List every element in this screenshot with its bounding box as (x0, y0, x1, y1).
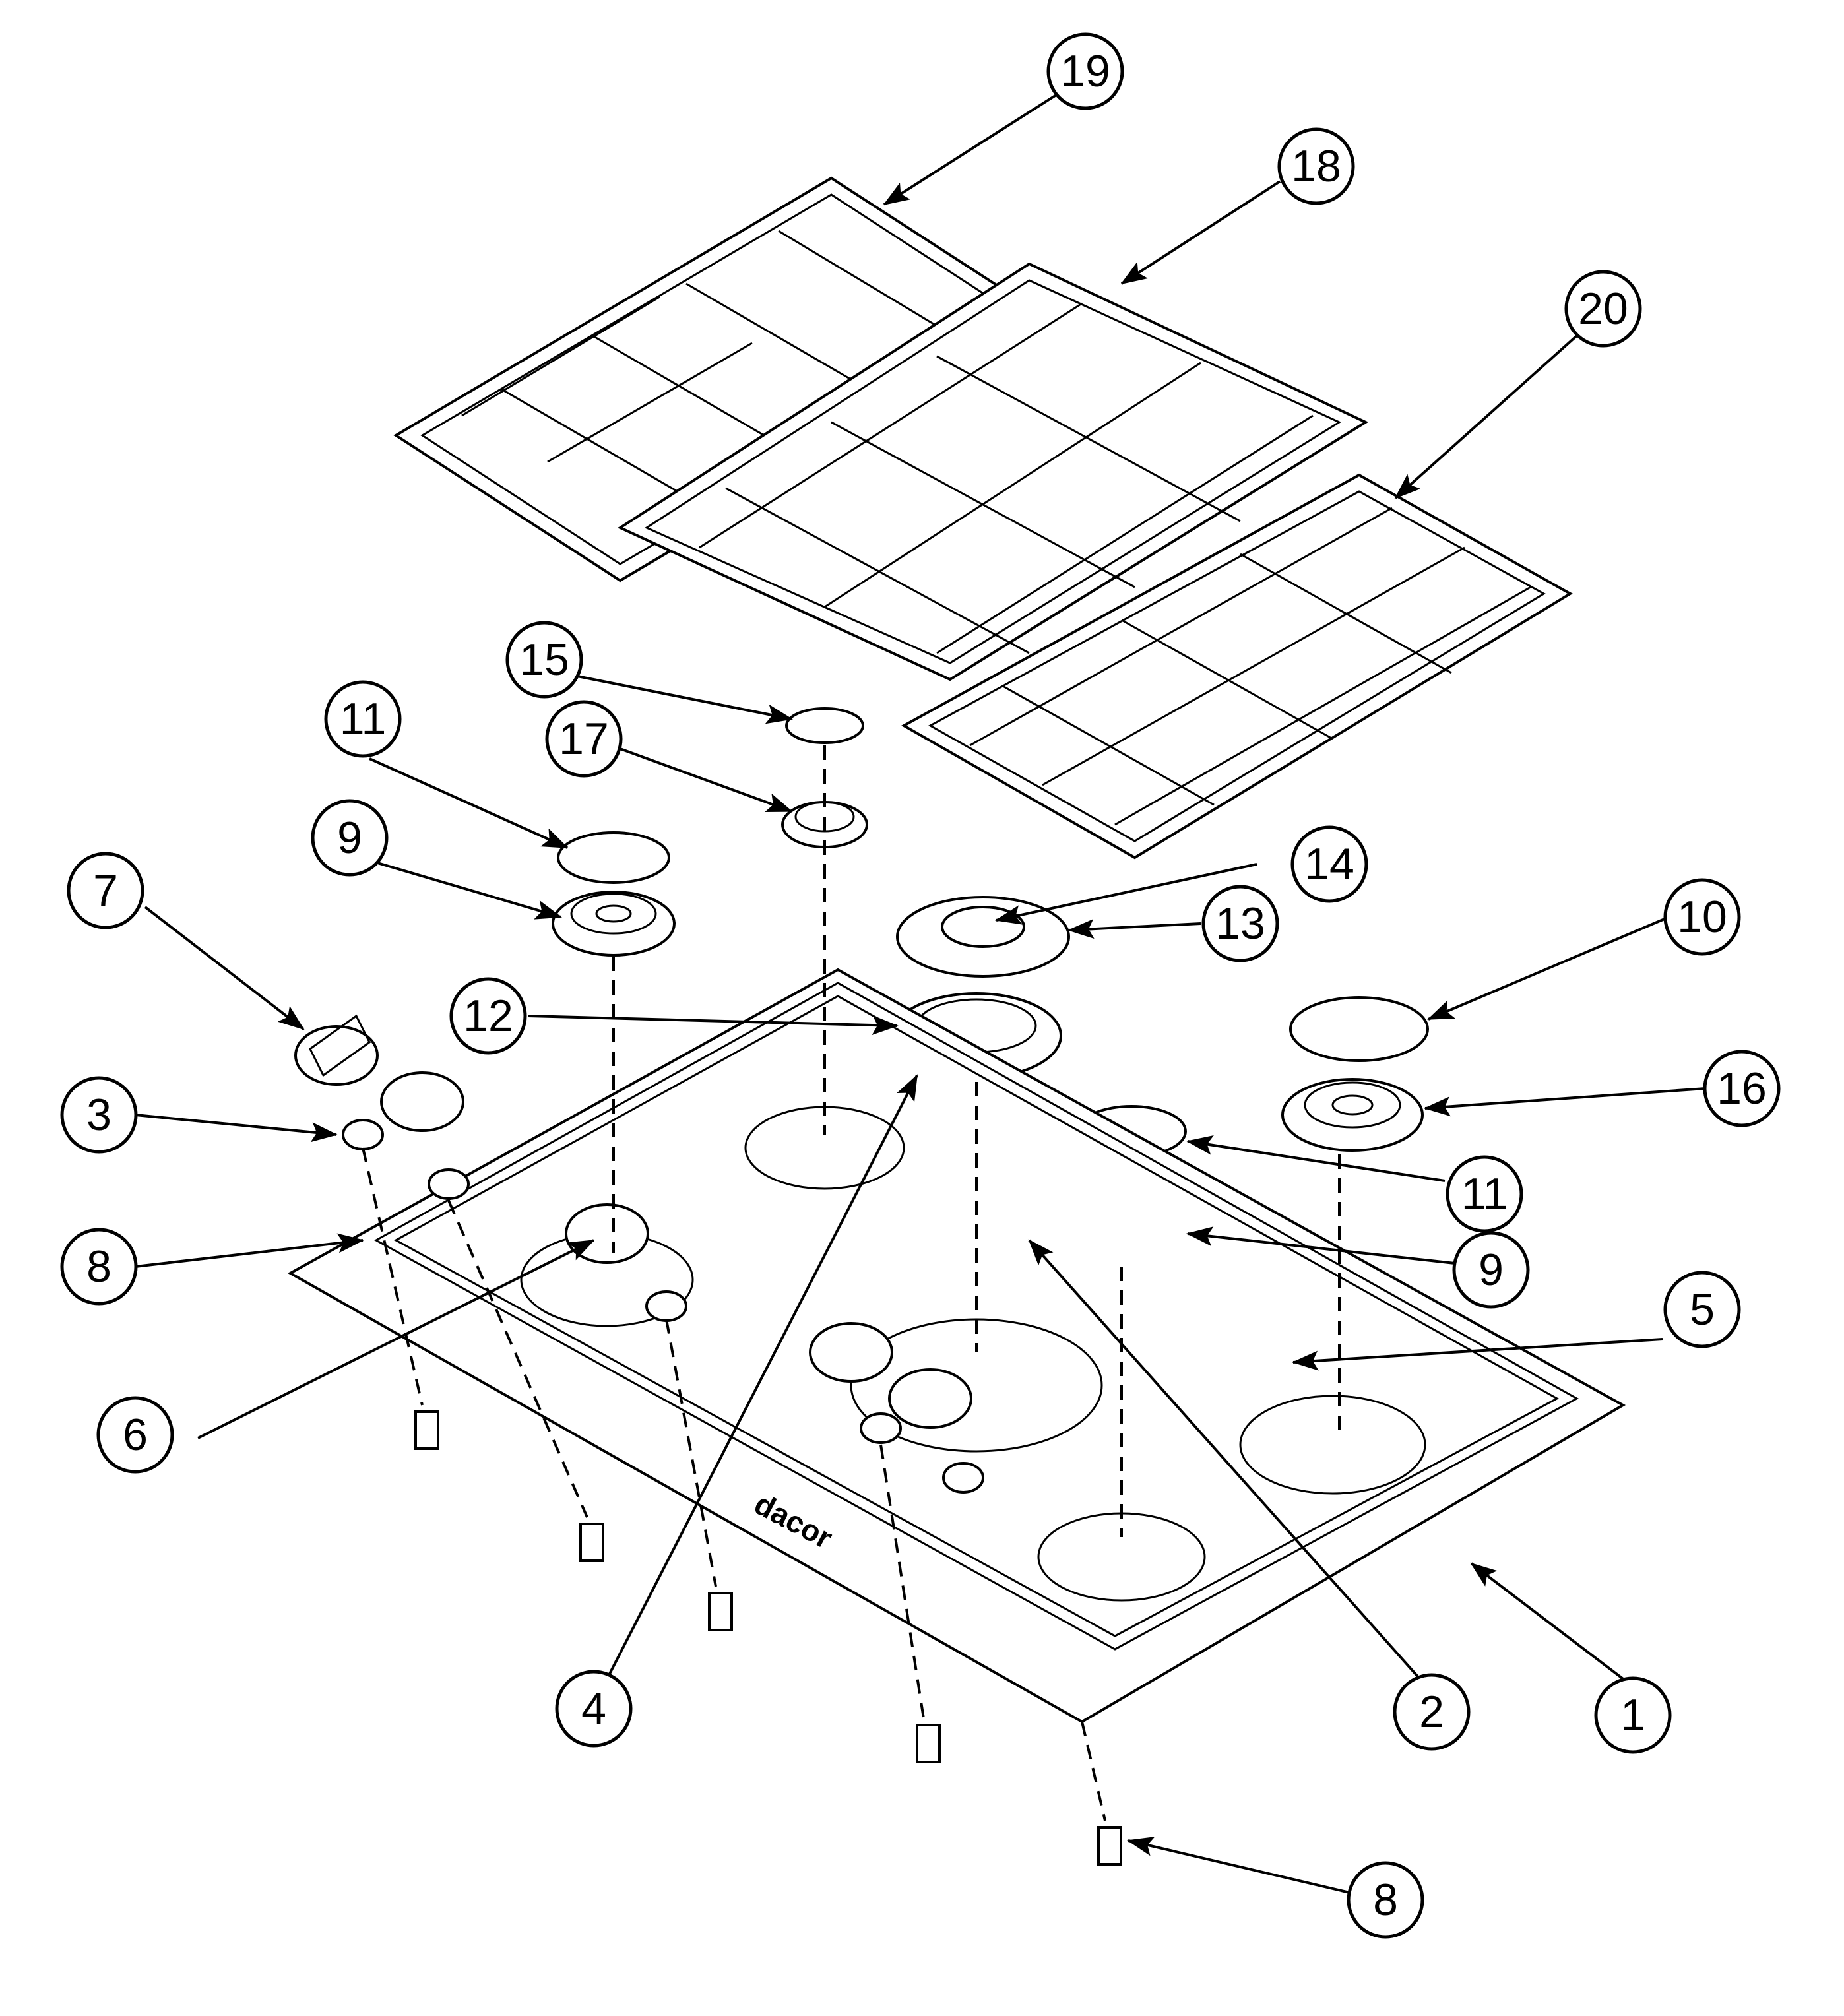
knob-5 (888, 1368, 972, 1429)
callout-15: 15 (505, 621, 583, 699)
callout-5: 5 (1663, 1271, 1741, 1348)
callout-10: 10 (1663, 878, 1741, 956)
callout-1: 1 (1594, 1676, 1672, 1754)
callout-13: 13 (1201, 885, 1279, 962)
svg-text:2: 2 (1419, 1687, 1444, 1737)
callout-17: 17 (545, 700, 623, 778)
callout-16: 16 (1703, 1050, 1781, 1127)
burner-cap-11-left (557, 831, 670, 884)
callout-11-top: 11 (324, 680, 402, 758)
svg-text:9: 9 (337, 813, 362, 863)
burner-cap-15 (785, 707, 864, 744)
knob-2 (380, 1071, 464, 1132)
svg-text:5: 5 (1690, 1284, 1715, 1335)
svg-text:8: 8 (86, 1242, 111, 1292)
svg-text:10: 10 (1677, 892, 1727, 942)
svg-text:12: 12 (463, 991, 513, 1041)
callout-19: 19 (1046, 32, 1124, 110)
leader-lines (135, 88, 1706, 1895)
svg-text:4: 4 (581, 1684, 606, 1734)
callout-4: 4 (555, 1670, 633, 1748)
grate-right (901, 473, 1573, 860)
callout-3: 3 (60, 1076, 138, 1154)
svg-text:17: 17 (559, 714, 609, 764)
burner-cap-10 (1289, 996, 1429, 1062)
bezel-3 (342, 1119, 984, 1494)
svg-text:8: 8 (1373, 1875, 1398, 1925)
svg-text:16: 16 (1717, 1063, 1767, 1114)
svg-text:3: 3 (86, 1090, 111, 1140)
callout-8-bottom: 8 (1347, 1861, 1424, 1939)
knob-4 (809, 1322, 893, 1383)
svg-text:14: 14 (1304, 839, 1354, 889)
burner-head-16 (1281, 1078, 1424, 1152)
callout-11-right: 11 (1446, 1155, 1523, 1233)
svg-text:6: 6 (123, 1410, 148, 1460)
cooktop-body: dacor (287, 968, 1626, 1724)
switch-8 (414, 1410, 1122, 1866)
callout-6: 6 (96, 1396, 174, 1474)
svg-text:19: 19 (1060, 46, 1110, 96)
knob-3 (565, 1203, 649, 1264)
svg-text:18: 18 (1291, 141, 1341, 191)
assembly-lines (362, 745, 1341, 1821)
svg-text:7: 7 (93, 866, 118, 916)
svg-text:20: 20 (1578, 284, 1628, 334)
callout-14: 14 (1290, 825, 1368, 903)
svg-text:1: 1 (1620, 1690, 1645, 1740)
burner-head-9-left (552, 891, 676, 957)
callout-18: 18 (1277, 127, 1355, 205)
callout-12: 12 (449, 977, 527, 1055)
svg-text:15: 15 (519, 635, 569, 685)
svg-text:13: 13 (1215, 898, 1265, 949)
callout-8-left: 8 (60, 1228, 138, 1306)
svg-text:11: 11 (340, 694, 387, 744)
grate-middle (617, 262, 1369, 681)
svg-text:9: 9 (1478, 1245, 1504, 1295)
callout-20: 20 (1564, 270, 1642, 348)
callout-2: 2 (1393, 1673, 1471, 1751)
svg-text:11: 11 (1461, 1169, 1508, 1219)
callout-7: 7 (67, 852, 144, 929)
knob-7 (294, 1014, 379, 1086)
callout-9-top: 9 (311, 799, 389, 877)
callout-9-right: 9 (1452, 1231, 1530, 1309)
